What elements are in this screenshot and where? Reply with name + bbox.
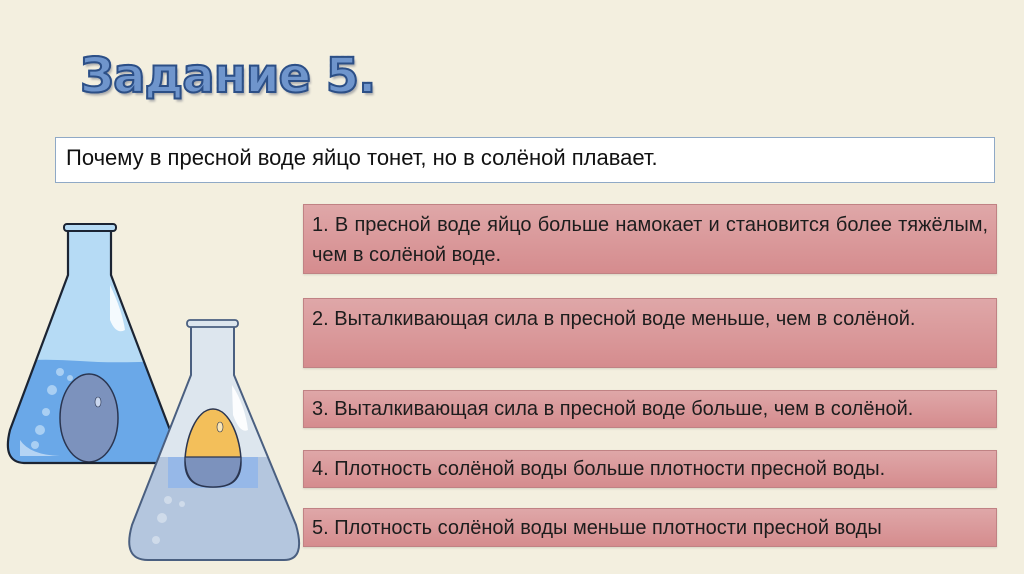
salt-water-flask [128,319,300,561]
answer-option-5[interactable]: 5. Плотность солёной воды меньше плотнос… [303,508,997,547]
answer-option-3[interactable]: 3. Выталкивающая сила в пресной воде бол… [303,390,997,428]
answer-option-2[interactable]: 2. Выталкивающая сила в пресной воде мен… [303,298,997,368]
fresh-water-flask [6,223,174,465]
question-box: Почему в пресной воде яйцо тонет, но в с… [55,137,995,183]
answer-option-1[interactable]: 1. В пресной воде яйцо больше намокает и… [303,204,997,274]
egg-sunk-icon [59,373,119,463]
answer-option-4[interactable]: 4. Плотность солёной воды больше плотнос… [303,450,997,488]
flasks-illustration [6,223,300,561]
slide-title: Задание 5. [79,48,377,104]
